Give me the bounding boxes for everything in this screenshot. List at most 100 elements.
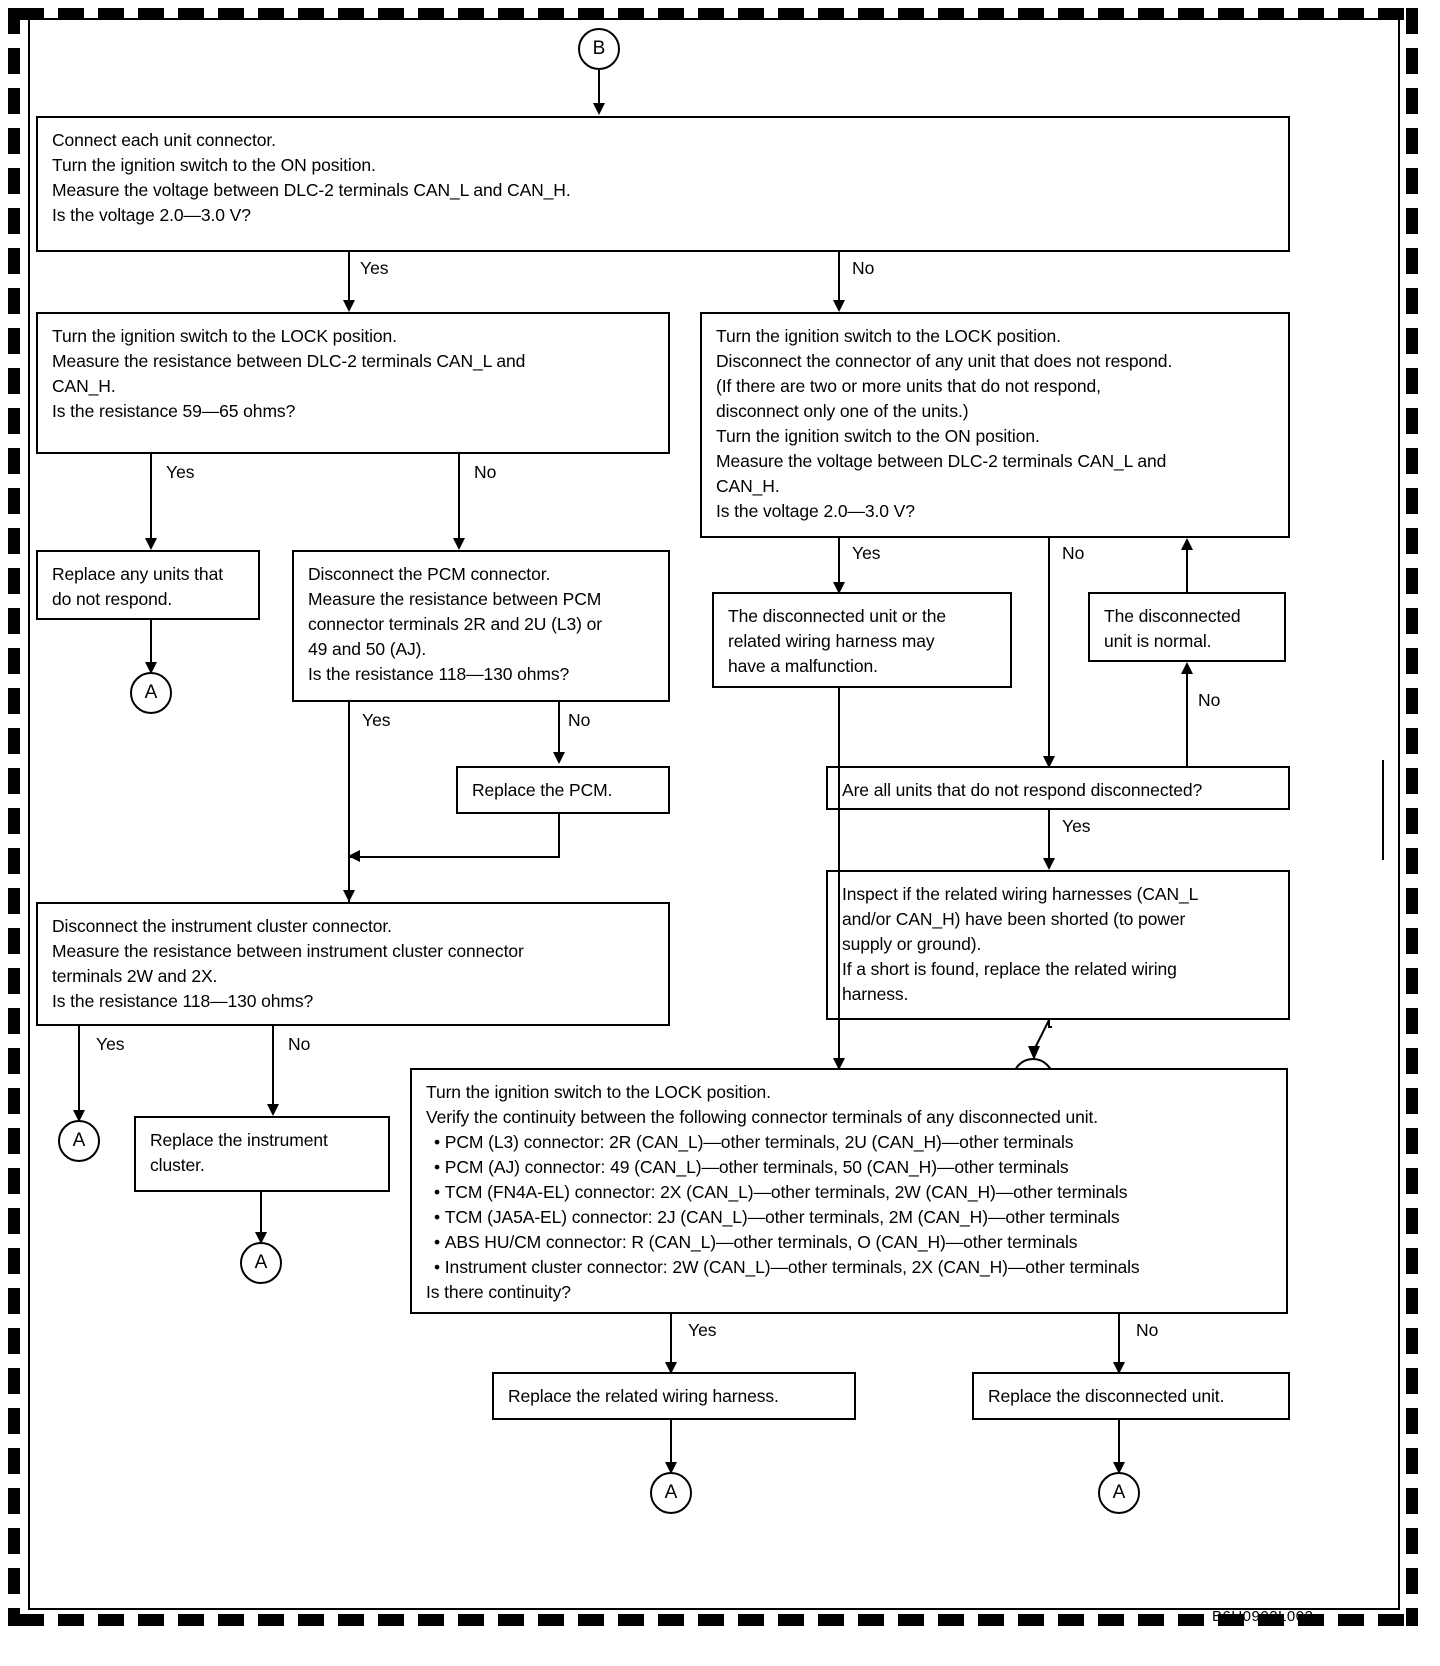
node-inspect-short: Inspect if the related wiring harnesses … [826, 870, 1290, 1020]
conn-n14-to-a [670, 1420, 672, 1466]
branch-label-yes: Yes [1062, 816, 1091, 836]
node-line: 49 and 50 (AJ). [308, 639, 427, 659]
conn-n9-merge [348, 856, 560, 858]
conn-n7-to-n3 [1186, 548, 1188, 594]
arrowhead-n5-no [553, 752, 565, 764]
branch-label-yes: Yes [362, 710, 391, 730]
arrowhead-n11-no [267, 1104, 279, 1116]
terminal-exit-a: A [130, 672, 172, 714]
node-line: CAN_H. [52, 376, 116, 396]
node-line: disconnect only one of the units.) [716, 401, 969, 421]
conn-n12-to-a [260, 1192, 262, 1236]
node-line: Replace the disconnected unit. [988, 1386, 1225, 1406]
node-pcm-resistance-check: Disconnect the PCM connector. Measure th… [292, 550, 670, 702]
node-line: harness. [842, 984, 909, 1004]
node-line: Disconnect the instrument cluster connec… [52, 916, 392, 936]
node-line: unit is normal. [1104, 631, 1212, 651]
node-line: Turn the ignition switch to the ON posit… [52, 155, 376, 175]
conn-n10-a1 [1048, 1020, 1050, 1028]
arrowhead-n3-no [1043, 756, 1055, 768]
conn-n1-yes [348, 252, 350, 304]
arrowhead-n6-to-n13 [833, 1058, 845, 1070]
conn-n10-to-a-diagonal [1028, 1018, 1051, 1060]
branch-label-yes: Yes [360, 258, 389, 278]
node-line: The disconnected [1104, 606, 1241, 626]
node-line: Turn the ignition switch to the LOCK pos… [716, 326, 1061, 346]
node-line: Is the resistance 118—130 ohms? [52, 991, 314, 1011]
node-line: Turn the ignition switch to the ON posit… [716, 426, 1040, 446]
node-line: connector terminals 2R and 2U (L3) or [308, 614, 602, 634]
terminal-exit-a: A [650, 1472, 692, 1514]
arrowhead-n7-to-n3 [1181, 538, 1193, 550]
arrowhead-to-n11 [343, 890, 355, 902]
branch-label-no: No [1062, 543, 1085, 563]
page-border-left [8, 8, 20, 1626]
conn-n15-to-a [1118, 1420, 1120, 1466]
node-replace-disconnected-unit: Replace the disconnected unit. [972, 1372, 1290, 1420]
node-line: CAN_H. [716, 476, 780, 496]
node-line: Is the resistance 59—65 ohms? [52, 401, 296, 421]
node-line: Replace the instrument [150, 1130, 328, 1150]
branch-label-no: No [852, 258, 875, 278]
terminal-entry-b: B [578, 28, 620, 70]
node-line: Are all units that do not respond discon… [842, 780, 1203, 800]
conn-n6-to-n13 [838, 688, 840, 1062]
node-line: Connect each unit connector. [52, 130, 276, 150]
conn-n11-no [272, 1026, 274, 1108]
arrowhead-n3-yes [833, 582, 845, 594]
conn-n11-yes [78, 1026, 80, 1114]
node-line: and/or CAN_H) have been shorted (to powe… [842, 909, 1186, 929]
conn-n1-no [838, 252, 840, 304]
conn-b-to-n1 [598, 70, 600, 106]
node-bullet: ABS HU/CM connector: R (CAN_L)—other ter… [426, 1230, 1272, 1255]
branch-label-no: No [474, 462, 497, 482]
node-line: cluster. [150, 1155, 205, 1175]
node-bullet: PCM (L3) connector: 2R (CAN_L)—other ter… [426, 1130, 1272, 1155]
node-cluster-resistance-check: Disconnect the instrument cluster connec… [36, 902, 670, 1026]
branch-label-no: No [288, 1034, 311, 1054]
branch-label-yes: Yes [852, 543, 881, 563]
node-voltage-check: Connect each unit connector. Turn the ig… [36, 116, 1290, 252]
arrowhead-n2-no [453, 538, 465, 550]
node-replace-pcm: Replace the PCM. [456, 766, 670, 814]
node-line: Measure the voltage between DLC-2 termin… [52, 180, 571, 200]
arrowhead-n2-yes [145, 538, 157, 550]
page-border-bottom [18, 1614, 1418, 1626]
node-line: Is there continuity? [426, 1282, 571, 1302]
node-line: related wiring harness may [728, 631, 935, 651]
node-replace-instrument-cluster: Replace the instrument cluster. [134, 1116, 390, 1192]
node-bullet: TCM (JA5A-EL) connector: 2J (CAN_L)—othe… [426, 1205, 1272, 1230]
node-dlc-resistance-check: Turn the ignition switch to the LOCK pos… [36, 312, 670, 454]
node-line: Turn the ignition switch to the LOCK pos… [52, 326, 397, 346]
node-unit-may-malfunction: The disconnected unit or the related wir… [712, 592, 1012, 688]
arrowhead-n11-yes [73, 1110, 85, 1122]
node-line: Replace any units that [52, 564, 223, 584]
arrowhead-n15-to-a [1113, 1462, 1125, 1474]
node-bullet: TCM (FN4A-EL) connector: 2X (CAN_L)—othe… [426, 1180, 1272, 1205]
arrowhead-b-to-n1 [593, 103, 605, 115]
node-line: Inspect if the related wiring harnesses … [842, 884, 1199, 904]
node-line: do not respond. [52, 589, 173, 609]
arrowhead-n1-no [833, 300, 845, 312]
arrowhead-n13-yes [665, 1362, 677, 1374]
figure-code: B6U0902L002 [1212, 1608, 1314, 1625]
page-edge-tick [1382, 760, 1384, 860]
branch-label-no: No [1136, 1320, 1159, 1340]
node-line: Measure the resistance between PCM [308, 589, 602, 609]
node-line: Turn the ignition switch to the LOCK pos… [426, 1082, 771, 1102]
conn-n4-to-a [150, 620, 152, 666]
node-all-units-disconnected: Are all units that do not respond discon… [826, 766, 1290, 810]
page-border-right [1406, 8, 1418, 1626]
terminal-exit-a: A [58, 1120, 100, 1162]
node-line: Is the resistance 118—130 ohms? [308, 664, 570, 684]
conn-n2-yes [150, 454, 152, 542]
node-replace-wiring-harness: Replace the related wiring harness. [492, 1372, 856, 1420]
terminal-exit-a: A [240, 1242, 282, 1284]
node-unit-is-normal: The disconnected unit is normal. [1088, 592, 1286, 662]
arrowhead-n14-to-a [665, 1462, 677, 1474]
node-line: The disconnected unit or the [728, 606, 947, 626]
arrowhead-n8-no [1181, 662, 1193, 674]
branch-label-no: No [568, 710, 591, 730]
node-line: Measure the resistance between DLC-2 ter… [52, 351, 526, 371]
